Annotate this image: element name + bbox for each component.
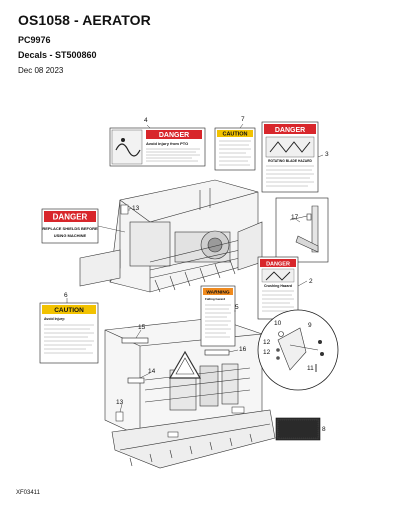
decal-danger-pto: DANGER Avoid injury from PTO <box>109 127 206 167</box>
decal-13-upper <box>120 204 129 215</box>
callout-10: 10 <box>274 320 282 327</box>
decal-caution-avoid-injury: CAUTION Avoid Injury: <box>39 302 99 364</box>
decal-small-side <box>231 406 245 414</box>
decal-17-bracket <box>275 197 329 263</box>
svg-text:DANGER: DANGER <box>266 262 290 268</box>
svg-text:Avoid injury from PTO: Avoid injury from PTO <box>146 141 188 146</box>
callout-14: 14 <box>148 368 156 375</box>
document-date: Dec 08 2023 <box>18 66 64 75</box>
svg-text:DANGER: DANGER <box>53 213 88 222</box>
callout-labels: 4 7 3 13 17 2 6 5 15 16 10 9 12 12 11 14… <box>64 116 329 433</box>
callout-15: 15 <box>138 324 146 331</box>
aerator-upper-illustration <box>79 179 263 293</box>
decal-16 <box>204 349 230 356</box>
decal-danger-crushing: DANGER Crushing Hazard <box>257 256 299 320</box>
svg-text:CAUTION: CAUTION <box>54 307 84 314</box>
callout-5: 5 <box>235 304 239 311</box>
svg-text:WARNING: WARNING <box>206 290 229 296</box>
figure-id: XF03411 <box>16 490 40 496</box>
callout-17: 17 <box>291 214 299 221</box>
page-title: OS1058 - AERATOR <box>18 12 151 28</box>
callout-12-b: 12 <box>263 349 271 356</box>
svg-text:DANGER: DANGER <box>159 132 189 139</box>
callout-16: 16 <box>239 346 247 353</box>
callout-8: 8 <box>322 426 326 433</box>
callout-12-a: 12 <box>263 339 271 346</box>
decal-13-lower <box>115 411 124 422</box>
callout-13-lower: 13 <box>116 399 124 406</box>
decal-small-front <box>167 431 179 438</box>
callout-2: 2 <box>309 278 313 285</box>
decal-kit: Decals - ST500860 <box>18 50 97 60</box>
callout-13-upper: 13 <box>132 205 140 212</box>
svg-text:Avoid Injury:: Avoid Injury: <box>44 317 65 321</box>
callout-4: 4 <box>144 117 148 124</box>
hardware-detail-circle <box>257 309 339 391</box>
svg-text:DANGER: DANGER <box>275 127 305 134</box>
svg-text:CAUTION: CAUTION <box>222 132 247 138</box>
decal-8-black <box>275 417 321 441</box>
svg-text:ROTATING BLADE HAZARD: ROTATING BLADE HAZARD <box>268 159 312 163</box>
decal-caution-top: CAUTION <box>214 127 256 171</box>
callout-9: 9 <box>308 322 312 329</box>
svg-text:USING MACHINE: USING MACHINE <box>54 233 87 238</box>
decal-warning-falling: WARNING Falling hazard <box>200 285 236 347</box>
part-number: PC9976 <box>18 35 51 45</box>
decal-14 <box>127 377 145 384</box>
callout-7: 7 <box>241 116 245 123</box>
decal-15 <box>121 337 149 344</box>
callout-3: 3 <box>325 151 329 158</box>
callout-6: 6 <box>64 292 68 299</box>
callout-11: 11 <box>307 365 314 372</box>
svg-text:Falling hazard: Falling hazard <box>205 297 225 301</box>
leader-lines <box>66 123 324 429</box>
svg-text:Crushing Hazard: Crushing Hazard <box>264 284 292 288</box>
decal-danger-rotating-blade: DANGER ROTATING BLADE HAZARD <box>261 121 319 193</box>
svg-text:REPLACE SHIELDS BEFORE: REPLACE SHIELDS BEFORE <box>42 226 98 231</box>
aerator-lower-illustration <box>104 317 276 469</box>
decal-danger-replace-shields: DANGER REPLACE SHIELDS BEFORE USING MACH… <box>41 208 126 244</box>
